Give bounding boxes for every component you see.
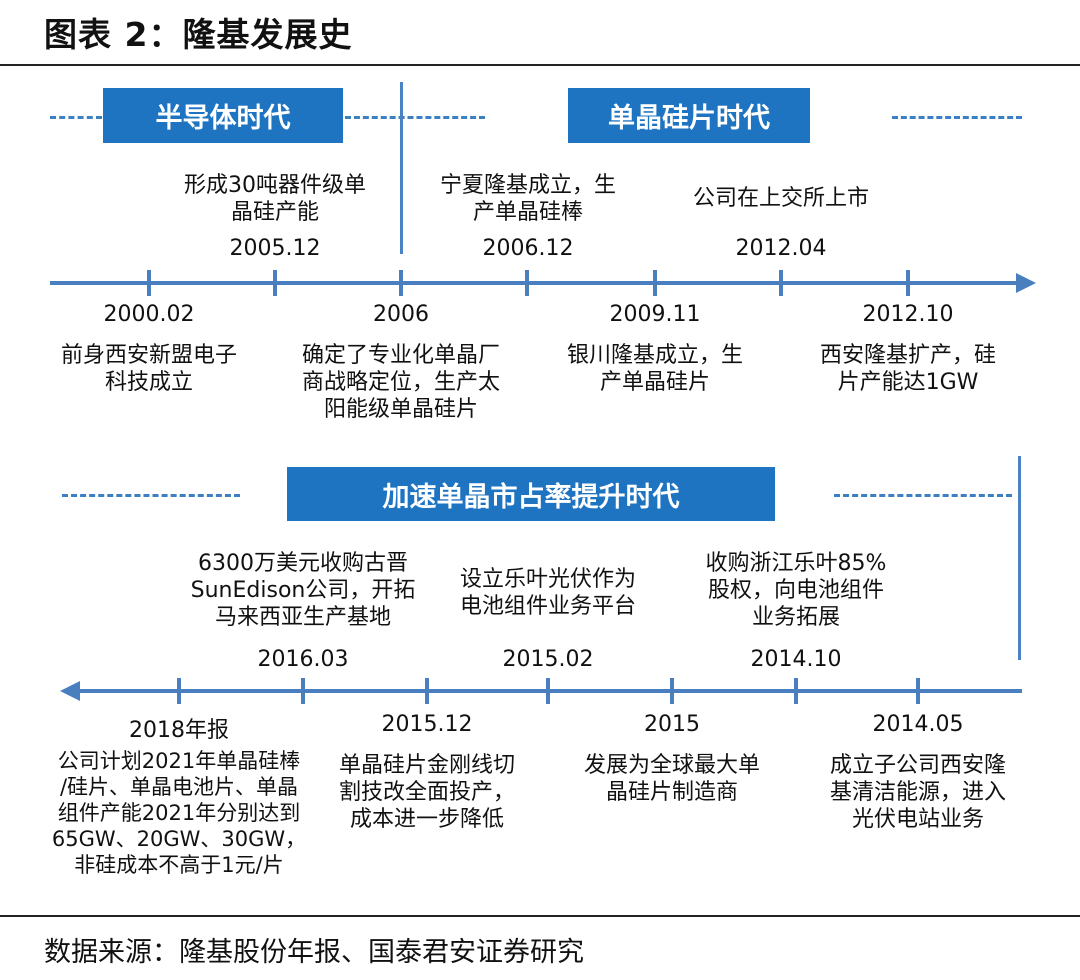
axis-tick bbox=[301, 678, 305, 704]
axis-tick bbox=[425, 678, 429, 704]
page-title: 图表 2：隆基发展史 bbox=[44, 15, 353, 54]
axis-tick bbox=[916, 678, 920, 704]
axis-tick bbox=[147, 270, 151, 296]
axis-tick bbox=[546, 678, 550, 704]
axis-tick bbox=[906, 270, 910, 296]
top-axis bbox=[50, 281, 1018, 285]
event-text: 形成30吨器件级单晶硅产能 bbox=[184, 173, 366, 225]
event-date: 2015.12 bbox=[381, 712, 473, 737]
era-accelerate-share: 加速单晶市占率提升时代 bbox=[287, 467, 775, 521]
event-date: 2014.05 bbox=[872, 712, 964, 737]
era-connector bbox=[1018, 456, 1021, 660]
axis-tick bbox=[177, 678, 181, 704]
event-text: 公司在上交所上市 bbox=[692, 186, 870, 211]
event-date: 2012.04 bbox=[735, 236, 827, 261]
era-dash bbox=[834, 494, 1012, 497]
era-dash bbox=[892, 116, 1022, 119]
axis-tick bbox=[794, 678, 798, 704]
axis-tick bbox=[273, 270, 277, 296]
era-semiconductor: 半导体时代 bbox=[103, 88, 343, 143]
event-text: 银川隆基成立，生产单晶硅片 bbox=[566, 343, 744, 395]
era-separator bbox=[400, 82, 403, 254]
era-dash bbox=[50, 116, 102, 119]
axis-tick bbox=[399, 270, 403, 296]
arrow-right-icon bbox=[1016, 273, 1036, 293]
arrow-left-icon bbox=[60, 681, 80, 701]
event-date: 2015 bbox=[644, 712, 700, 737]
event-date: 2015.02 bbox=[502, 647, 594, 672]
axis-tick bbox=[653, 270, 657, 296]
event-date: 2006.12 bbox=[482, 236, 574, 261]
event-date: 2006 bbox=[373, 302, 429, 327]
axis-tick bbox=[525, 270, 529, 296]
source-note: 数据来源：隆基股份年报、国泰君安证券研究 bbox=[44, 937, 584, 968]
event-text: 单晶硅片金刚线切割技改全面投产，成本进一步降低 bbox=[338, 753, 516, 832]
event-date: 2016.03 bbox=[257, 647, 349, 672]
axis-tick bbox=[670, 678, 674, 704]
event-date: 2009.11 bbox=[609, 302, 701, 327]
event-date: 2014.10 bbox=[750, 647, 842, 672]
event-date: 2018年报 bbox=[129, 718, 229, 743]
event-date: 2012.10 bbox=[862, 302, 954, 327]
event-text: 发展为全球最大单晶硅片制造商 bbox=[583, 753, 761, 805]
axis-tick bbox=[779, 270, 783, 296]
bottom-axis bbox=[78, 689, 1022, 693]
era-dash bbox=[345, 116, 485, 119]
event-text: 收购浙江乐叶85%股权，向电池组件业务拓展 bbox=[705, 551, 887, 630]
event-text: 宁夏隆基成立，生产单晶硅棒 bbox=[439, 173, 617, 225]
event-date: 2000.02 bbox=[103, 302, 195, 327]
event-text: 成立子公司西安隆基清洁能源，进入光伏电站业务 bbox=[829, 753, 1007, 832]
event-date: 2005.12 bbox=[229, 236, 321, 261]
event-text: 前身西安新盟电子科技成立 bbox=[60, 343, 238, 395]
era-dash bbox=[62, 494, 240, 497]
event-text: 确定了专业化单晶厂商战略定位，生产太阳能级单晶硅片 bbox=[301, 343, 501, 422]
top-divider bbox=[0, 64, 1080, 66]
event-text: 西安隆基扩产，硅片产能达1GW bbox=[819, 343, 997, 395]
bottom-divider bbox=[0, 915, 1080, 917]
event-text: 设立乐叶光伏作为电池组件业务平台 bbox=[459, 567, 637, 619]
era-monocrystalline-wafer: 单晶硅片时代 bbox=[568, 88, 810, 143]
